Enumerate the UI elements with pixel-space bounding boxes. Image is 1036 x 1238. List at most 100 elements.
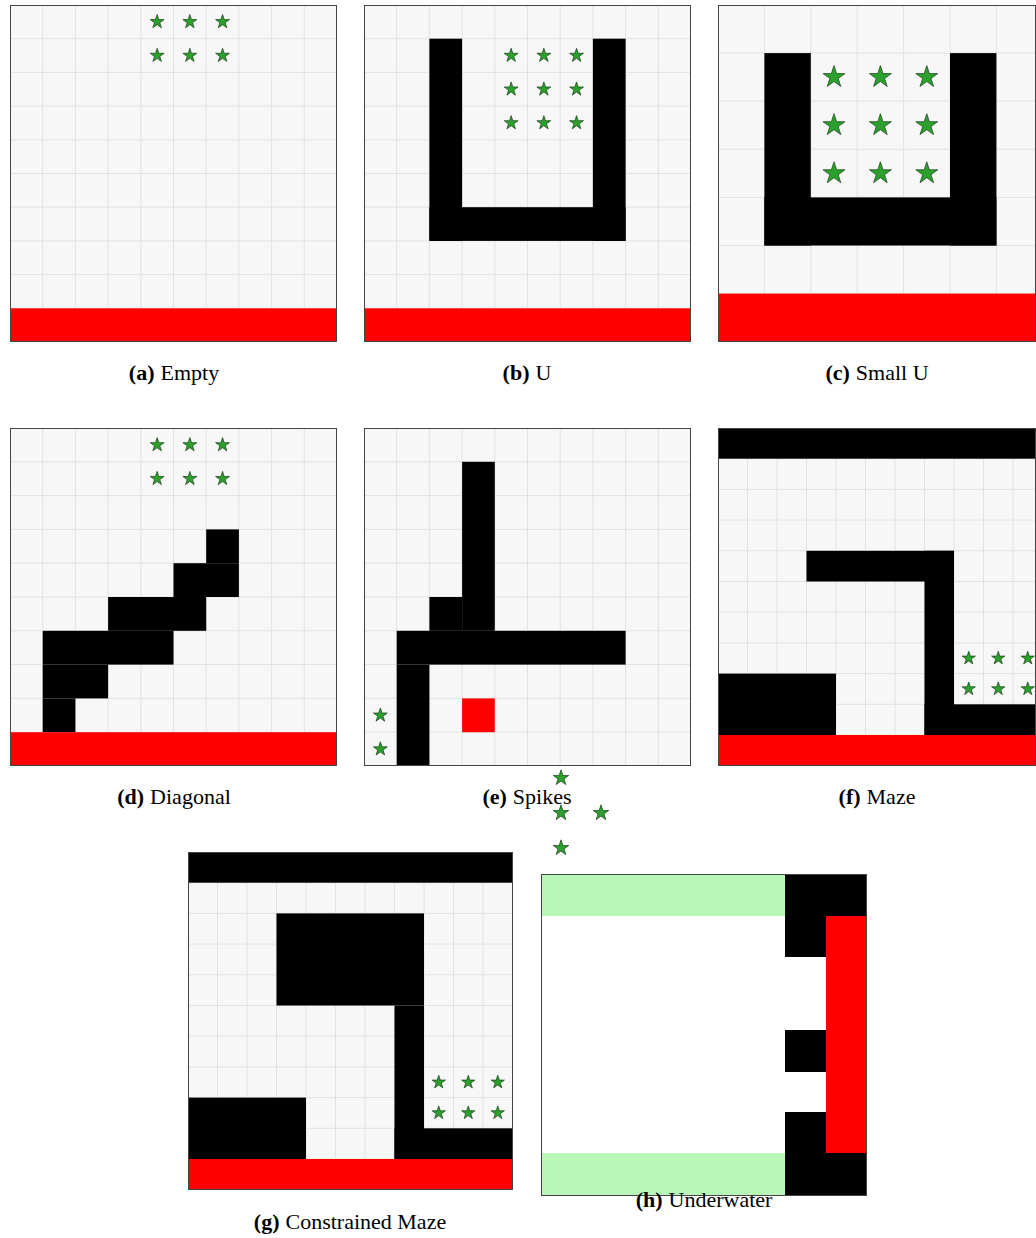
goal-star (216, 15, 230, 28)
goal-star (1021, 682, 1034, 695)
wall (925, 704, 1036, 735)
goal-star (593, 805, 609, 820)
grid-line (364, 139, 691, 140)
grid-line (364, 597, 691, 598)
goal-star (962, 682, 975, 695)
grid-environment (718, 5, 1036, 342)
grid-line (364, 72, 691, 73)
goal-star (869, 114, 891, 135)
goal-star (504, 82, 518, 95)
grid-line (10, 529, 337, 530)
grid-line (903, 5, 904, 342)
panel-border (365, 6, 691, 342)
wall (108, 597, 206, 631)
environment-name: Underwater (669, 1187, 773, 1213)
wall (429, 207, 625, 241)
goal-star (537, 82, 551, 95)
goal-star (869, 162, 891, 183)
grid-line (188, 1036, 513, 1037)
grid-line (364, 274, 691, 275)
goal-star (823, 114, 845, 135)
subfigure-letter: (c) (825, 360, 849, 386)
wall (785, 1112, 826, 1153)
wall (785, 916, 826, 957)
goal-star (150, 438, 164, 451)
panel-border (189, 853, 513, 1190)
underwater-environment (541, 770, 867, 1196)
goal-star (432, 1075, 445, 1088)
wall (188, 852, 513, 883)
grid-line (10, 139, 337, 140)
panel-border (11, 6, 337, 342)
wall (395, 1128, 513, 1159)
grid-line (10, 106, 337, 107)
goal-star (183, 471, 197, 484)
subfigure-caption: (a)Empty (129, 360, 219, 386)
goal-star (373, 708, 387, 721)
grid-line (10, 38, 337, 39)
goal-star (570, 82, 584, 95)
goal-star (150, 48, 164, 61)
hazard (10, 308, 337, 342)
grid-line (895, 428, 896, 766)
subfigure-letter: (g) (254, 1209, 280, 1235)
wall (462, 462, 495, 631)
grid-line (365, 852, 366, 1190)
grid-line (718, 489, 1036, 490)
panel-border (719, 429, 1036, 766)
floor (10, 428, 337, 766)
panel-border (11, 429, 337, 766)
goal-star (183, 438, 197, 451)
goal-star (992, 651, 1005, 664)
grid-line (364, 38, 691, 39)
grid-line (10, 274, 337, 275)
goal-star (916, 66, 938, 87)
wall (718, 674, 836, 735)
grid-environment (10, 428, 337, 766)
goal-star (1021, 651, 1034, 664)
hazard (826, 916, 867, 1153)
goal-star (823, 162, 845, 183)
grid-line (865, 428, 866, 766)
environment-name: Small U (856, 360, 929, 386)
subfigure-caption: (d)Diagonal (117, 784, 231, 810)
hazard (364, 308, 691, 342)
subfigure-letter: (e) (482, 784, 506, 810)
goal-star (504, 116, 518, 129)
goal-star (504, 48, 518, 61)
wall (206, 529, 239, 563)
grid-line (335, 852, 336, 1190)
wall (785, 874, 867, 916)
goal-star (916, 162, 938, 183)
panel-border (719, 6, 1036, 342)
subfigure-letter: (d) (117, 784, 144, 810)
environment-name: U (536, 360, 552, 386)
goal-star (183, 48, 197, 61)
subfigure-caption: (e)Spikes (482, 784, 571, 810)
goal-star (553, 840, 569, 855)
grid-environment (718, 428, 1036, 766)
grid-environment (10, 5, 337, 342)
grid-line (364, 461, 691, 462)
goal-star (183, 15, 197, 28)
goal-star (216, 471, 230, 484)
goal-star (491, 1075, 504, 1088)
grid-line (364, 173, 691, 174)
goal-star (962, 651, 975, 664)
grid-environment (364, 428, 691, 766)
goal-star (570, 48, 584, 61)
grid-line (364, 106, 691, 107)
goal-star (462, 1075, 475, 1088)
grid-line (364, 563, 691, 564)
hazard (188, 1159, 513, 1190)
wall (397, 631, 626, 665)
wall (785, 1153, 867, 1196)
floor (718, 5, 1036, 342)
hazard (10, 732, 337, 766)
environment-name: Maze (867, 784, 916, 810)
wall (277, 913, 425, 1005)
goal-star (216, 438, 230, 451)
wall (43, 698, 76, 732)
panel-border (542, 875, 867, 1196)
wall (718, 428, 1036, 459)
